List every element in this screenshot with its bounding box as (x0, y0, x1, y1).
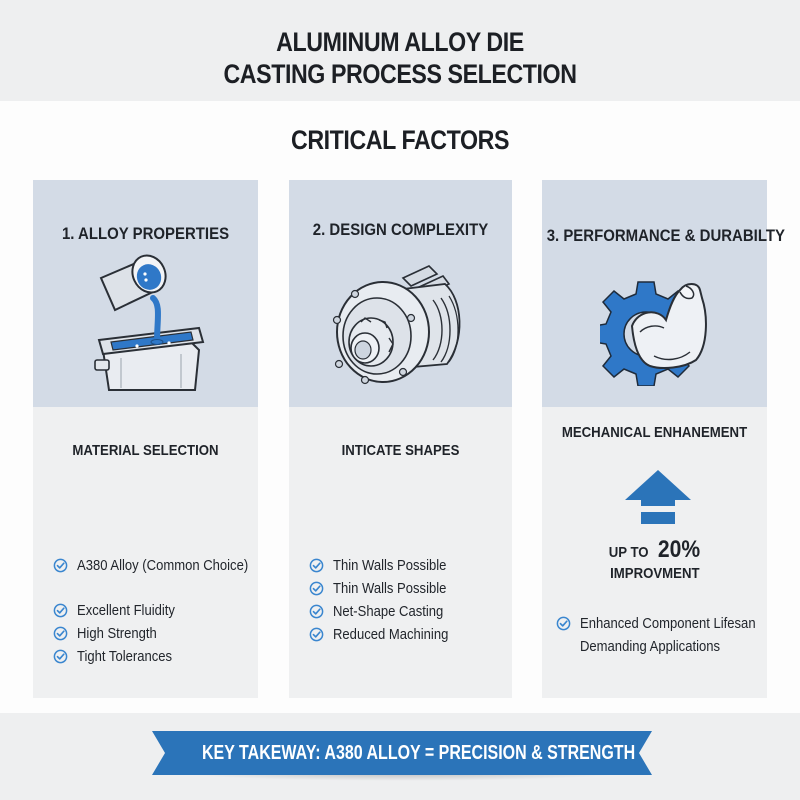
list-item: Tight Tolerances (53, 645, 186, 668)
check-circle-icon (53, 603, 68, 618)
improvement-stat: UP TO 20% (542, 536, 767, 564)
sub-heading: INTICATE SHAPES (341, 442, 460, 459)
sub-heading: MATERIAL SELECTION (72, 442, 219, 459)
panel-heading: 3. PERFORMANCE & DURABILTY (546, 226, 785, 245)
list-item: A380 Alloy (Common Choice) (53, 554, 267, 577)
key-takeaway-text: KEY TAKEWAY: A380 ALLOY = PRECISION & ST… (202, 742, 636, 764)
page-title: ALUMINUM ALLOY DIE CASTING PROCESS SELEC… (56, 26, 744, 90)
panel-top: 3. PERFORMANCE & DURABILTY (542, 180, 785, 407)
sub-heading: MECHANICAL ENHANEMENT (561, 424, 748, 441)
ladle-pouring-molten-metal-icon (94, 254, 205, 391)
gear-with-flexed-arm-icon (600, 281, 707, 386)
checklist: Enhanced Component Lifesan Demanding App… (556, 612, 775, 658)
checklist-group-2: Excellent Fluidity High Strength Tight T… (53, 599, 186, 668)
check-circle-icon (53, 558, 68, 573)
checklist: Thin Walls Possible Thin Walls Possible … (309, 554, 461, 646)
panel-top: 2. DESIGN COMPLEXITY (289, 180, 512, 407)
panel-design-complexity: 2. DESIGN COMPLEXITY INTICATE S (289, 180, 512, 698)
ribbon-banner (152, 731, 652, 775)
check-circle-icon (53, 626, 68, 641)
check-circle-icon (309, 627, 324, 642)
header-band (0, 0, 800, 101)
panel-top: 1. ALLOY PROPERTIES (33, 180, 258, 407)
list-item: Thin Walls Possible (309, 577, 461, 600)
list-item: High Strength (53, 622, 186, 645)
list-item: Excellent Fluidity (53, 599, 186, 622)
panel-alloy-properties: 1. ALLOY PROPERTIES MATERIAL SELECTION (33, 180, 258, 698)
check-circle-icon (309, 581, 324, 596)
panel-heading: 2. DESIGN COMPLEXITY (312, 220, 489, 239)
up-arrow-icon (625, 470, 691, 524)
panel-heading: 1. ALLOY PROPERTIES (61, 224, 230, 243)
check-circle-icon (309, 604, 324, 619)
key-takeaway-ribbon: KEY TAKEWAY: A380 ALLOY = PRECISION & ST… (152, 731, 652, 781)
title-line-1: ALUMINUM ALLOY DIE (276, 27, 524, 57)
check-circle-icon (309, 558, 324, 573)
list-item: Enhanced Component Lifesan (556, 612, 775, 635)
cast-metal-part-icon (332, 265, 461, 385)
panel-performance-durability: 3. PERFORMANCE & DURABILTY MECHANICAL EN… (542, 180, 785, 698)
list-item-continuation: Demanding Applications (580, 638, 721, 655)
list-item: Net-Shape Casting (309, 600, 461, 623)
checklist-group-1: A380 Alloy (Common Choice) (53, 554, 267, 577)
list-item: Reduced Machining (309, 623, 461, 646)
ribbon-shadow (166, 771, 638, 781)
check-circle-icon (53, 649, 68, 664)
title-line-2: CASTING PROCESS SELECTION (223, 59, 577, 89)
improvement-label-wrap: IMPROVMENT (542, 565, 767, 583)
section-title: CRITICAL FACTORS (290, 125, 510, 155)
improvement-value: 20% (658, 536, 701, 563)
improvement-label: IMPROVMENT (609, 565, 700, 582)
check-circle-icon (556, 616, 571, 631)
improvement-prefix: UP TO (608, 544, 649, 561)
list-item: Thin Walls Possible (309, 554, 461, 577)
